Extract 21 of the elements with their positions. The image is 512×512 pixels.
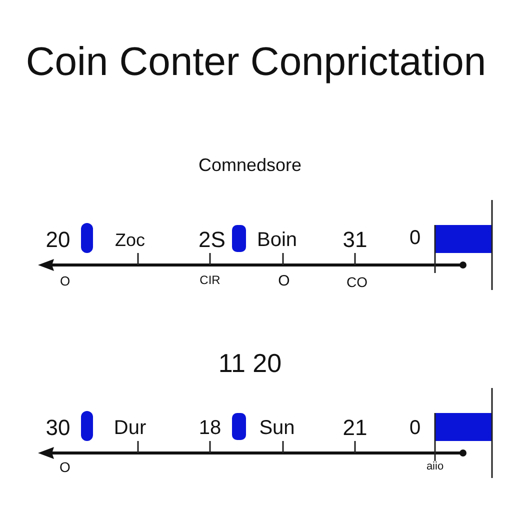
label: aiio <box>426 462 444 472</box>
label: 0 <box>409 418 421 438</box>
label: CO <box>346 275 368 289</box>
label: Sun <box>259 418 295 438</box>
label: 21 <box>342 417 368 439</box>
label: Zoc <box>115 231 145 249</box>
label: Comnedsore <box>198 156 302 174</box>
title: Coin Conter Conprictation <box>24 42 488 82</box>
label: 20 <box>46 229 70 251</box>
label: Boin <box>256 230 298 250</box>
label: O <box>278 274 290 288</box>
label: 11 20 <box>218 350 282 376</box>
label: 2S <box>198 229 226 251</box>
label: 31 <box>342 229 368 251</box>
label: 18 <box>198 418 222 438</box>
label: O <box>60 460 70 474</box>
label: 0 <box>409 228 421 248</box>
label: CIR <box>200 274 220 286</box>
label: O <box>60 274 70 288</box>
label: 30 <box>46 417 70 439</box>
label: Dur <box>114 418 146 438</box>
